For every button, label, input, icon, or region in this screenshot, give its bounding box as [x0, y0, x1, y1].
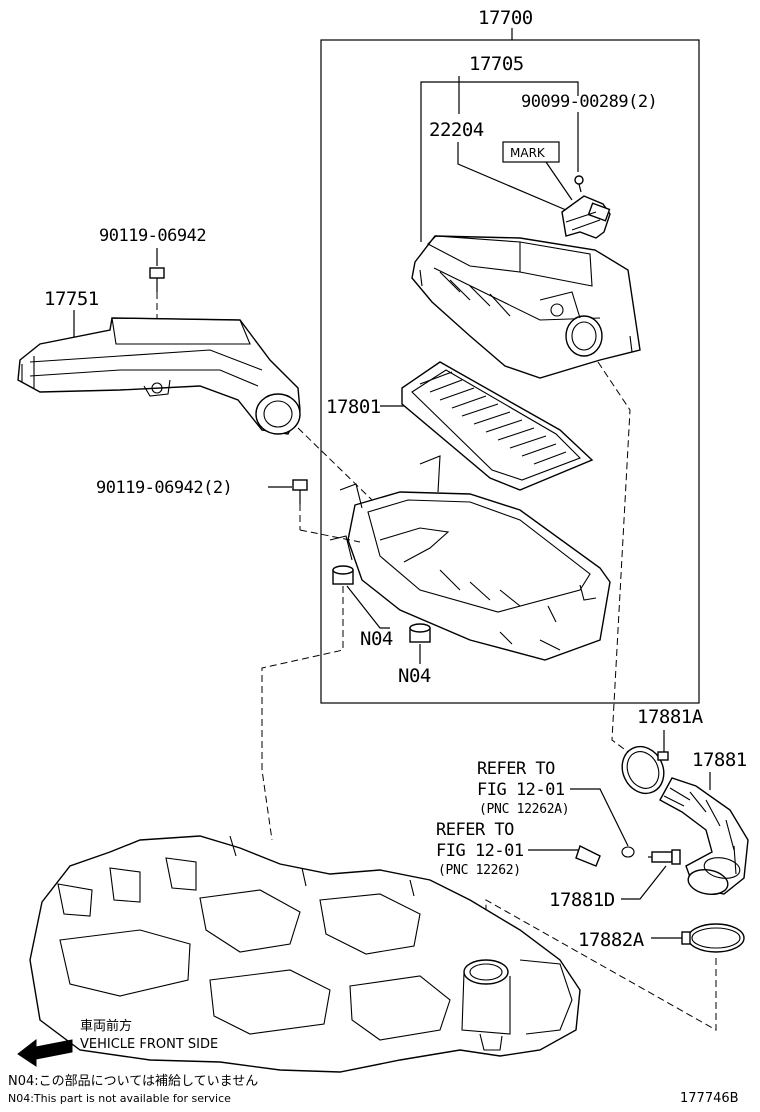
intake-duct-17751-icon — [17, 317, 301, 435]
part-label-n04b: N04 — [398, 665, 431, 687]
leader-refer1 — [570, 788, 629, 847]
assembly-box-17700 — [320, 39, 700, 704]
bolt-90119-06942-icon — [149, 267, 165, 292]
connector-17881D-icon — [648, 849, 681, 865]
leader-mark — [545, 161, 573, 201]
part-label-17700: 17700 — [478, 7, 533, 29]
part-label-17881: 17881 — [692, 749, 747, 771]
dash-cap-to-17881 — [597, 361, 631, 753]
clip-12262A-icon — [621, 846, 635, 858]
clamp-17882A-icon — [681, 923, 745, 953]
part-label-17881D: 17881D — [549, 889, 615, 911]
refer1-line2: FIG 12-01 — [477, 780, 565, 800]
part-label-17801: 17801 — [326, 396, 381, 418]
air-cleaner-case-icon — [329, 455, 611, 661]
part-label-90099-00289: 90099-00289(2) — [521, 92, 657, 112]
hose-17881-icon — [659, 777, 749, 896]
direction-label-en: VEHICLE FRONT SIDE — [80, 1037, 218, 1052]
mount-rubber-n04-left-icon — [332, 565, 354, 585]
air-filter-17801-icon — [401, 361, 594, 491]
part-label-90119-06942: 90119-06942 — [99, 226, 206, 246]
hose-12262-icon — [575, 845, 601, 867]
vehicle-front-arrow-icon — [17, 1038, 73, 1067]
refer1-line3: (PNC 12262A) — [479, 802, 569, 817]
bolt-90119-06942-x2-icon — [292, 479, 308, 504]
refer1-line1: REFER TO — [477, 759, 555, 779]
part-label-n04a: N04 — [360, 628, 393, 650]
maf-sensor-22204-icon — [561, 195, 611, 239]
leader-22204 — [457, 142, 567, 211]
direction-label-jp: 車両前方 — [80, 1018, 132, 1034]
leader-17881D — [621, 865, 667, 900]
part-label-17751: 17751 — [44, 288, 99, 310]
air-cleaner-cap-icon — [411, 235, 641, 379]
part-label-17705: 17705 — [469, 53, 524, 75]
dash-n04-to-engine — [261, 586, 344, 841]
leader-n04a — [346, 585, 390, 629]
refer2-line2: FIG 12-01 — [436, 841, 524, 861]
engine-manifold-icon — [29, 835, 581, 1073]
refer2-line3: (PNC 12262) — [438, 863, 521, 878]
screw-90099-icon — [574, 175, 584, 193]
clamp-17881A-icon — [621, 745, 669, 795]
dash-bolt2-across — [299, 529, 361, 543]
note-n04-jp: N04:この部品については補給していません — [8, 1074, 258, 1089]
mount-rubber-n04-right-icon — [409, 623, 431, 643]
mark-box — [502, 141, 560, 163]
note-n04-en: N04:This part is not available for servi… — [8, 1092, 231, 1105]
figure-id: 177746B — [680, 1091, 739, 1106]
part-label-17882A: 17882A — [578, 929, 645, 951]
mark-label: MARK — [510, 146, 546, 160]
refer2-line1: REFER TO — [436, 820, 514, 840]
part-label-17881A: 17881A — [637, 706, 704, 728]
leader-17705 — [420, 81, 579, 242]
dash-duct-to-case — [297, 427, 373, 501]
part-label-22204: 22204 — [429, 119, 484, 141]
part-label-90119-06942-x2: 90119-06942(2) — [96, 478, 232, 498]
